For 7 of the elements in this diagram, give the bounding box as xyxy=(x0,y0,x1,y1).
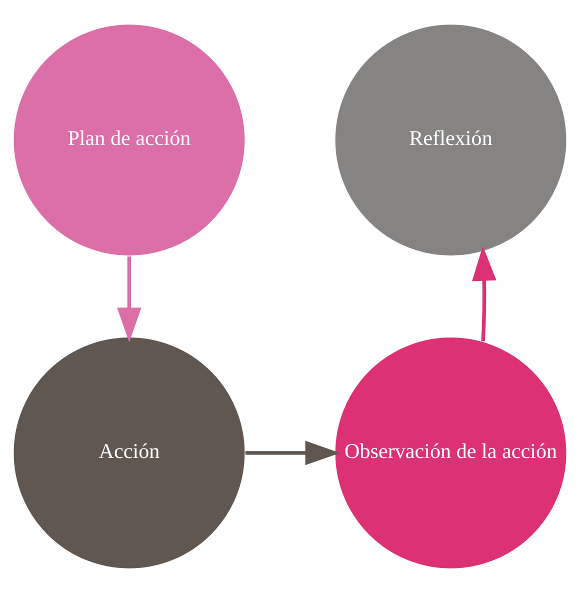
arrow xyxy=(117,256,142,342)
node-circle: Acción xyxy=(12,336,246,570)
arrow xyxy=(245,440,340,465)
arrow xyxy=(472,245,496,341)
node-circle: Plan de acción xyxy=(12,22,246,256)
node-circle: Reflexión xyxy=(334,22,568,256)
node-circle: Observación de la acción xyxy=(334,336,568,570)
